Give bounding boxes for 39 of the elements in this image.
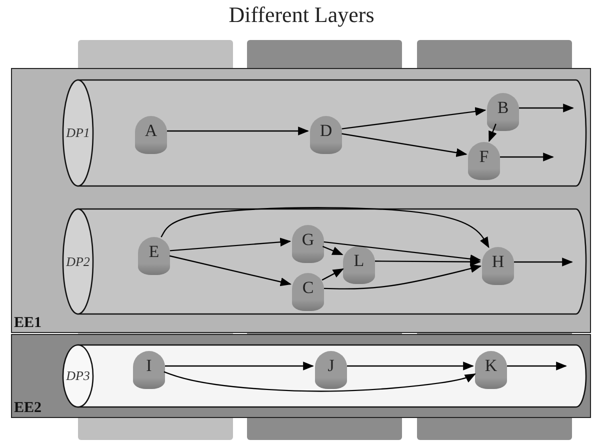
node-label: C xyxy=(301,278,315,298)
node-label: F xyxy=(478,147,490,167)
arrow xyxy=(375,257,482,266)
container-label: EE2 xyxy=(14,400,42,417)
container-box xyxy=(11,334,591,418)
node-label: A xyxy=(144,121,158,141)
node-label: L xyxy=(352,251,366,271)
arrow xyxy=(507,362,568,370)
node-label: G xyxy=(300,230,316,250)
container-box xyxy=(11,68,591,333)
arrow xyxy=(500,152,554,162)
arrow xyxy=(165,362,314,370)
container-label: EE1 xyxy=(14,315,42,332)
node-label: I xyxy=(145,356,153,376)
arrow xyxy=(519,104,574,112)
diagram-title: Different Layers xyxy=(228,2,376,28)
node-label: E xyxy=(148,242,160,262)
arrow xyxy=(160,207,490,248)
arrow xyxy=(342,133,468,157)
node-label: J xyxy=(326,356,336,376)
arrow xyxy=(342,107,486,130)
arrow xyxy=(488,124,497,142)
node-label: K xyxy=(484,356,498,376)
arrow xyxy=(169,255,292,286)
node-label: H xyxy=(490,252,506,272)
arrow xyxy=(167,126,310,136)
arrow xyxy=(322,268,344,281)
arrow xyxy=(514,258,574,266)
pipe-label: DP2 xyxy=(65,254,91,270)
pipe-label: DP3 xyxy=(65,368,91,384)
node-label: B xyxy=(496,98,510,118)
pipe-label: DP1 xyxy=(65,125,91,141)
arrow xyxy=(322,246,344,256)
arrow xyxy=(347,362,474,370)
arrow xyxy=(324,241,482,264)
arrow xyxy=(170,238,292,252)
node-label: D xyxy=(318,121,334,141)
arrow xyxy=(324,264,482,290)
arrow xyxy=(164,371,476,392)
